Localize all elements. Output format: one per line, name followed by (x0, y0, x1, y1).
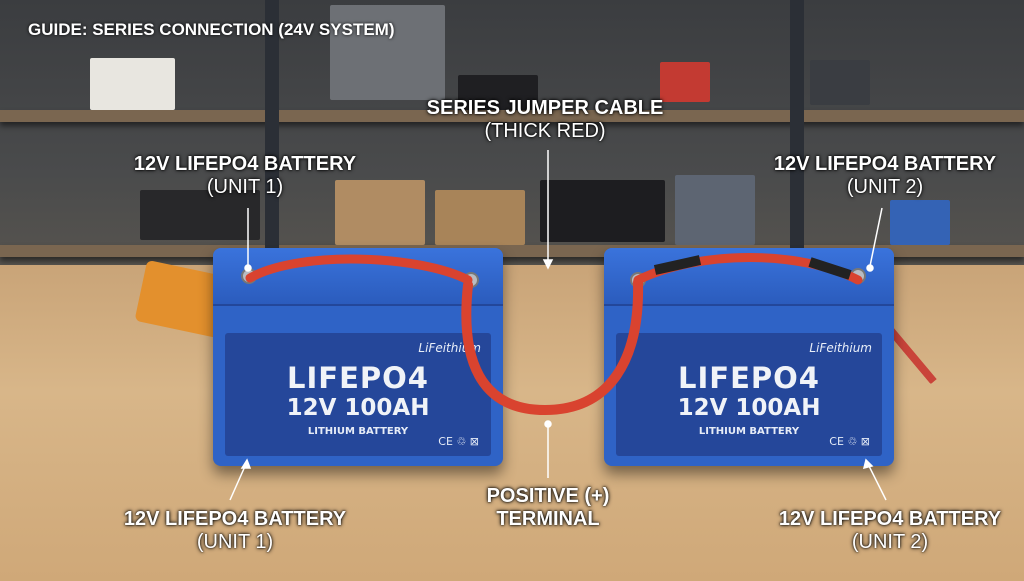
annotation-subtitle: (UNIT 1) (206, 176, 284, 198)
annotation-subtitle: (UNIT 2) (846, 176, 924, 198)
leader-lines (229, 150, 887, 501)
guide-title: GUIDE: SERIES CONNECTION (24V SYSTEM) (28, 20, 395, 39)
battery-label-panel: LiFeithium LIFEPO4 12V 100AH LITHIUM BAT… (616, 333, 882, 456)
toolbox (458, 75, 538, 110)
certification-marks: CE ♲ ⊠ (438, 435, 479, 448)
shelf (0, 110, 1024, 122)
annotation-battery2-top: 12V LIFEPO4 BATTERY (UNIT 2) (750, 153, 1020, 199)
tool-case (675, 175, 755, 245)
battery-model: LIFEPO4 (287, 361, 429, 395)
parts-bin (890, 200, 950, 245)
brand-name: LiFeithium (809, 341, 872, 355)
battery-type: LITHIUM BATTERY (698, 426, 800, 437)
battery-label-panel: LiFeithium LIFEPO4 12V 100AH LITHIUM BAT… (225, 333, 491, 456)
annotation-battery1-top: 12V LIFEPO4 BATTERY (UNIT 1) (110, 153, 380, 199)
annotation-subtitle: TERMINAL (496, 508, 600, 530)
annotation-title: SERIES JUMPER CABLE (426, 97, 664, 119)
battery-type: LITHIUM BATTERY (307, 426, 409, 437)
annotation-title: POSITIVE (+) (486, 485, 610, 507)
annotation-subtitle: (UNIT 1) (196, 531, 274, 553)
cables (140, 190, 260, 240)
annotation-battery2-bottom: 12V LIFEPO4 BATTERY (UNIT 2) (755, 508, 1024, 554)
battery1-link-cable (245, 254, 473, 285)
parts-bin (810, 60, 870, 105)
annotation-title: 12V LIFEPO4 BATTERY (133, 153, 357, 175)
annotation-title: 12V LIFEPO4 BATTERY (778, 508, 1002, 530)
battery-unit-1: LiFeithium LIFEPO4 12V 100AH LITHIUM BAT… (213, 248, 503, 466)
annotation-title: 12V LIFEPO4 BATTERY (123, 508, 347, 530)
shelf-post (790, 0, 804, 290)
tool-case (540, 180, 665, 242)
battery-rating: 12V 100AH (286, 395, 430, 421)
shelf-post (265, 0, 279, 290)
annotation-title: 12V LIFEPO4 BATTERY (773, 153, 997, 175)
cardboard-box (435, 190, 525, 245)
battery-unit-2: LiFeithium LIFEPO4 12V 100AH LITHIUM BAT… (604, 248, 894, 466)
drawer-cabinet (330, 5, 445, 100)
annotation-jumper-cable: SERIES JUMPER CABLE (THICK RED) (410, 97, 680, 143)
heat-shrink (653, 255, 852, 280)
series-jumper-cable (461, 277, 644, 416)
certification-marks: CE ♲ ⊠ (829, 435, 870, 448)
battery-model: LIFEPO4 (678, 361, 820, 395)
cardboard-box (335, 180, 425, 245)
annotation-battery1-bottom: 12V LIFEPO4 BATTERY (UNIT 1) (100, 508, 370, 554)
annotation-subtitle: (UNIT 2) (851, 531, 929, 553)
red-box (660, 62, 710, 102)
storage-box (90, 58, 175, 110)
annotation-positive-terminal: POSITIVE (+) TERMINAL (448, 485, 648, 531)
annotation-subtitle: (THICK RED) (484, 120, 606, 142)
battery-rating: 12V 100AH (677, 395, 821, 421)
